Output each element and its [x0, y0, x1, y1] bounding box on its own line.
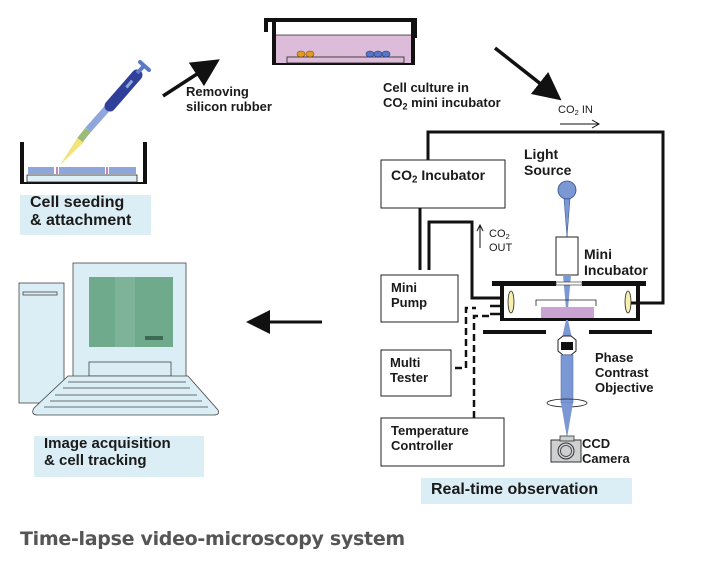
temperature-controller-label: Temperature Controller [391, 423, 469, 453]
microscope-stage-right [589, 330, 652, 334]
acquisition-label-bg [34, 436, 204, 477]
culture-dish [264, 18, 417, 65]
phase-objective-icon [546, 335, 588, 438]
removing-label: Removing silicon rubber [186, 84, 272, 114]
temperature-controller-box [380, 417, 505, 467]
ccd-camera-label: CCD Camera [582, 436, 630, 466]
co2-tube [426, 130, 665, 305]
computer-icon [18, 262, 219, 416]
mini-incubator-label: Mini Incubator [584, 246, 648, 279]
pipette-icon [60, 60, 151, 165]
temperature-cable [472, 314, 490, 418]
phase-objective-label: Phase Contrast Objective [595, 350, 654, 395]
mini-incubator-lid [555, 236, 579, 276]
observation-label: Real-time observation [431, 481, 599, 498]
multi-tester-box [380, 349, 452, 397]
co2-incubator-box [380, 159, 506, 209]
observation-label-bg [421, 478, 632, 504]
figure-caption: Time-lapse video-microscopy system [20, 528, 405, 550]
light-source-label: Light Source [524, 146, 572, 179]
cells-orange [296, 50, 315, 58]
co2-out-tube [427, 220, 500, 300]
multi-tester-cable [455, 306, 476, 370]
light-source-icon [557, 180, 577, 200]
co2-in-label: CO2 IN [558, 104, 593, 117]
ccd-camera-icon [550, 435, 582, 463]
culture-label: Cell culture in CO2 mini incubator [383, 80, 501, 112]
cells-blue [365, 50, 391, 58]
microscope-stage-left [483, 330, 546, 334]
acquisition-label: Image acquisition & cell tracking [44, 435, 171, 470]
co2-incubator-label: CO2 Incubator [391, 167, 486, 186]
co2-out-label: CO2 OUT [489, 228, 513, 254]
mini-pump-label: Mini Pump [391, 280, 428, 310]
mini-incubator-chamber [492, 281, 646, 321]
seeding-label-bg [20, 195, 151, 235]
multi-tester-label: Multi Tester [390, 355, 429, 385]
seeding-label: Cell seeding & attachment [30, 194, 132, 230]
flow-arrow-2 [493, 46, 562, 101]
flow-arrow-1 [162, 59, 220, 98]
seeding-dish [20, 142, 147, 184]
mini-pump-box [380, 274, 459, 323]
